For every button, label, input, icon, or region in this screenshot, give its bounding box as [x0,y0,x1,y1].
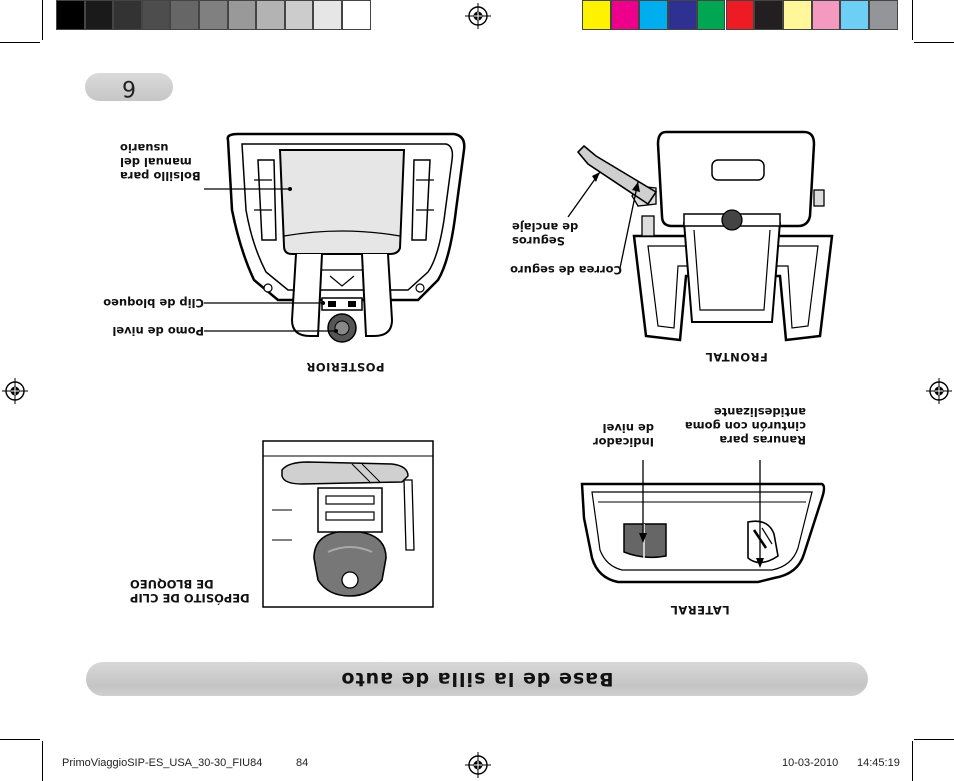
posterior-illustration [226,132,466,343]
footer-time: 14:45:19 [857,757,900,769]
grayscale-swatch [170,0,199,30]
process-color-swatch [639,0,669,30]
process-color-swatch [582,0,611,30]
registration-mark-right-icon [926,378,952,404]
grayscale-swatch [113,0,142,30]
callout-belt-slots: Ranuras para cinturón con goma antidesli… [684,405,806,447]
process-color-swatch [754,0,783,30]
clip-storage-illustration [262,440,434,608]
registration-mark-bottom-icon [465,752,491,778]
process-color-swatch [811,0,841,30]
registration-mark-top-icon [465,3,491,29]
footer-date: 10-03-2010 [782,757,839,769]
footer-page-ref: 84 [296,757,309,769]
process-color-swatch [696,0,726,30]
process-color-swatch [782,0,812,30]
frontal-illustration [576,130,834,342]
section-title-clip-storage: DEPÓSITO DE CLIP DE BLOQUEO [130,577,250,605]
grayscale-swatch [313,0,342,30]
registration-mark-left-icon [2,378,28,404]
process-color-swatch [610,0,640,30]
grayscale-swatch [84,0,114,30]
process-color-swatch [840,0,869,30]
process-color-swatch [869,0,898,30]
footer-file-name: PrimoViaggioSIP-ES_USA_30-30_FIU84 [62,757,263,769]
grayscale-swatch [342,0,371,30]
callout-level-indicator: Indicador de nivel [592,421,654,449]
grayscale-swatch [256,0,285,30]
process-color-swatch [725,0,755,30]
process-color-swatch [668,0,697,30]
page-number-pill [85,73,173,101]
grayscale-swatch [227,0,257,30]
page-title-pill: Base de la silla de auto [86,662,868,696]
grayscale-swatch [284,0,314,30]
grayscale-swatch [141,0,171,30]
grayscale-swatch [56,0,85,30]
page-title: Base de la silla de auto [340,668,614,690]
grayscale-swatch [199,0,228,30]
section-title-lateral: LATERAL [670,603,730,617]
